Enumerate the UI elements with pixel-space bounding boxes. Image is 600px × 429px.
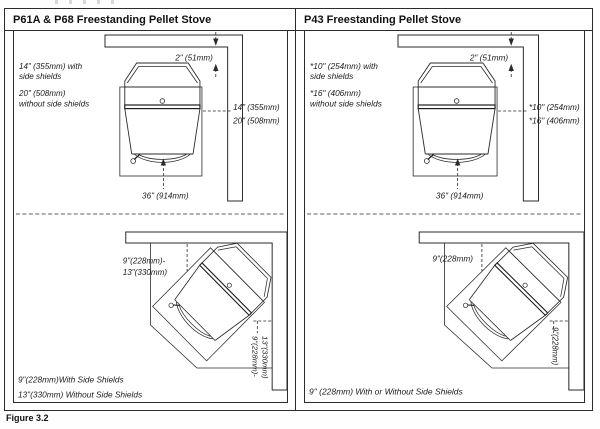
side-note-line-2: side shields	[19, 72, 61, 81]
side-clearance-label-2: *16" (406mm)	[529, 117, 580, 126]
figure-caption: Figure 3.2	[6, 413, 49, 423]
corner-vertical-label-1: 9"(228mm)-	[250, 336, 259, 377]
arrow-up-icon	[454, 158, 461, 166]
corner-clearance-label-2: 13"(330mm)	[123, 268, 168, 277]
panel-title-p43: P43 Freestanding Pellet Stove	[296, 9, 592, 31]
panel-p61a-p68: P61A & P68 Freestanding Pellet Stove 2" …	[5, 9, 296, 410]
corner-right-clearance-dash	[549, 320, 569, 333]
stove-parallel-placement	[119, 62, 203, 177]
stove-parallel-placement	[412, 62, 498, 177]
side-note-line-2: side shields	[310, 72, 353, 81]
front-clearance-label: 36" (914mm)	[142, 191, 189, 200]
corner-footnote-1: 9" (228mm) With or Without Side Shields	[309, 387, 464, 397]
front-clearance-label: 36" (914mm)	[436, 192, 484, 201]
side-note-line-3: 20" (508mm)	[18, 89, 66, 98]
side-note-line-1: *10" (254mm) with	[310, 62, 378, 71]
corner-footnote-2: 13"(330mm) Without Side Shields	[18, 389, 142, 399]
panel-title-p61a-p68: P61A & P68 Freestanding Pellet Stove	[5, 9, 295, 31]
rear-clearance-label: 2" (51mm)	[469, 54, 509, 63]
panel-body-p43: 2" (51mm) *10" (254mm) *16" (406mm) *10"…	[296, 31, 592, 410]
panel-body-p61a-p68: 2" (51mm) 14" (355mm) 20" (508mm) 14" (3…	[5, 31, 295, 410]
arrow-up-icon	[508, 63, 514, 71]
figure-border: P61A & P68 Freestanding Pellet Stove 2" …	[4, 8, 593, 411]
clearance-diagram-p61a-p68: 2" (51mm) 14" (355mm) 20" (508mm) 14" (3…	[15, 32, 287, 400]
diagram-frame: 2" (51mm) *10" (254mm) *16" (406mm) *10"…	[304, 31, 585, 403]
rear-clearance-label: 2" (51mm)	[174, 53, 213, 62]
arrow-down-icon	[508, 38, 514, 46]
side-note-line-3: *16" (406mm)	[310, 89, 361, 98]
side-clearance-label-2: 20" (508mm)	[232, 116, 280, 125]
side-note-line-4: without side shields	[310, 100, 382, 109]
corner-vertical-label-1: 9"(228mm)	[551, 327, 560, 366]
corner-clearance-label-1: 9"(228mm)	[432, 255, 473, 264]
corner-footnote-1: 9"(228mm)With Side Shields	[18, 374, 124, 384]
side-clearance-label-1: *10" (254mm)	[529, 103, 580, 112]
arrow-up-icon	[213, 63, 219, 71]
corner-right-clearance-dash	[253, 320, 273, 333]
corner-clearance-label-1: 9"(228mm)-	[123, 256, 166, 265]
arrow-up-icon	[160, 158, 167, 166]
arrow-down-icon	[213, 38, 219, 46]
cropped-text-artifact	[55, 0, 115, 4]
diagram-frame: 2" (51mm) 14" (355mm) 20" (508mm) 14" (3…	[13, 31, 288, 403]
side-clearance-label-1: 14" (355mm)	[233, 103, 280, 112]
side-note-line-1: 14" (355mm) with	[19, 62, 83, 71]
panel-p43: P43 Freestanding Pellet Stove 2" (51mm) …	[296, 9, 592, 410]
clearance-diagram-p43: 2" (51mm) *10" (254mm) *16" (406mm) *10"…	[307, 32, 584, 397]
side-note-line-4: without side shields	[19, 99, 89, 108]
corner-vertical-label-2: 13"(330mm)	[260, 336, 269, 379]
